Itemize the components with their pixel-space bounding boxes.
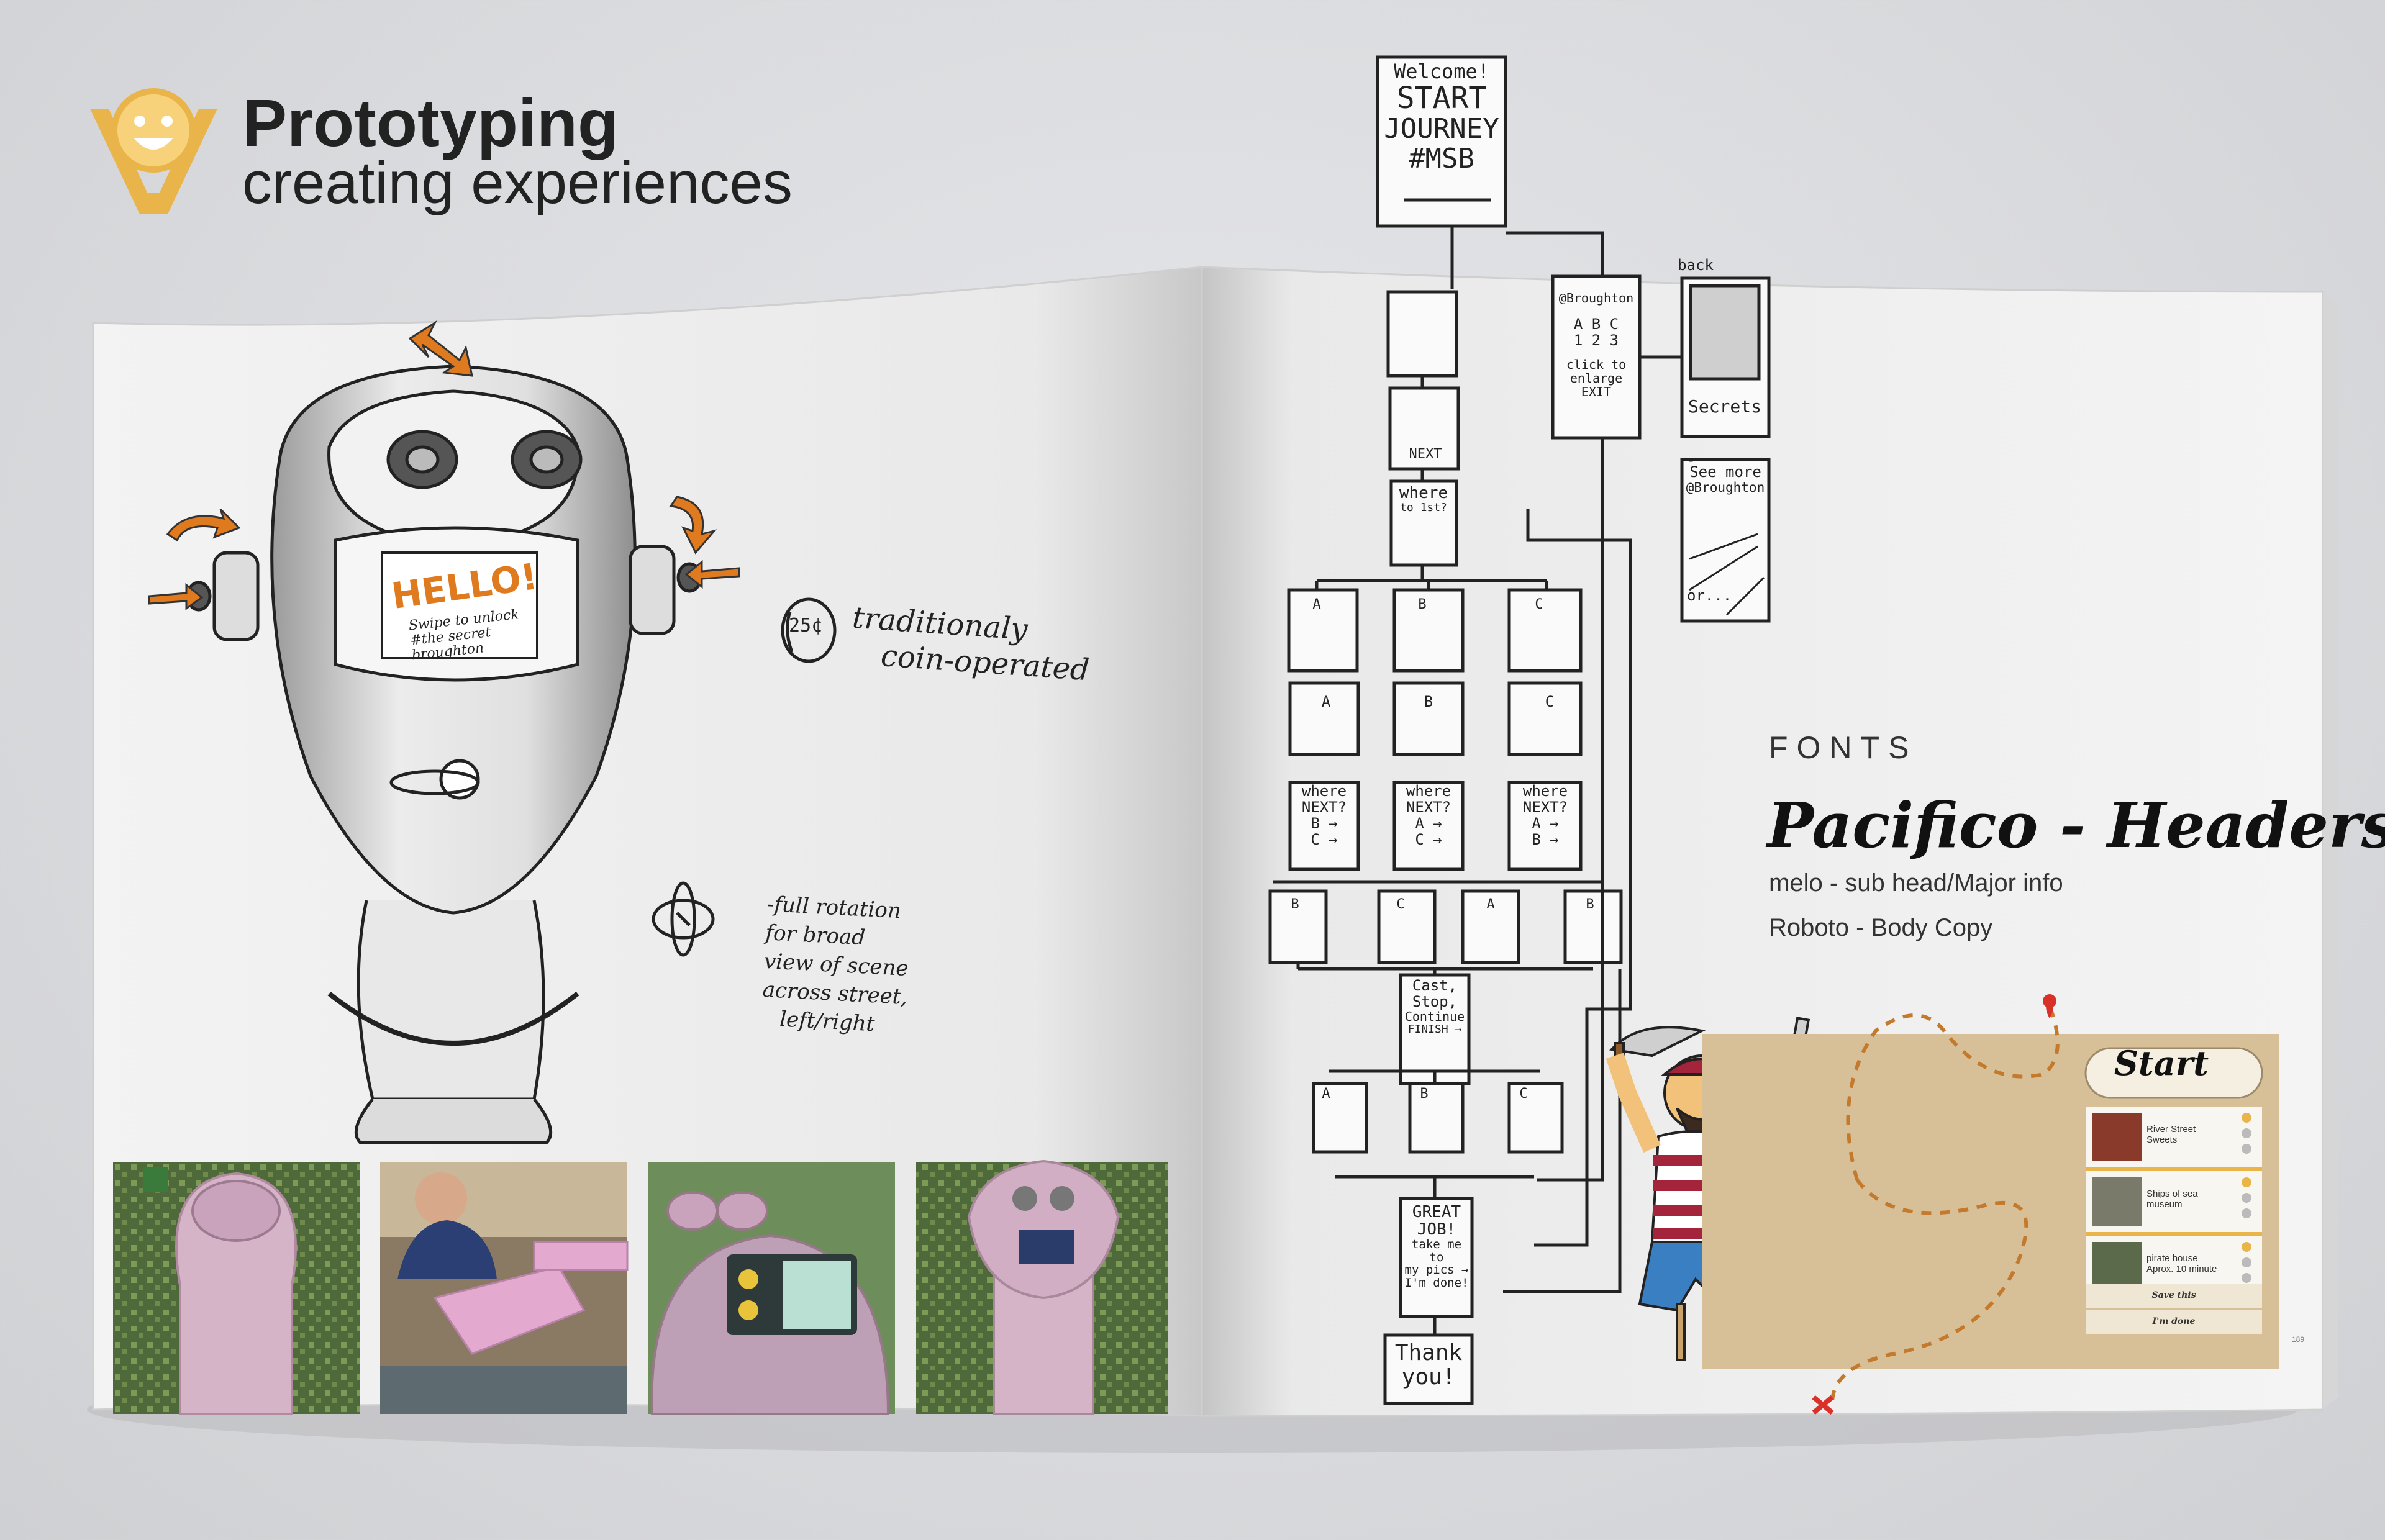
- flow-branch-c: C: [1535, 597, 1543, 612]
- flow-great-job-line: GREAT: [1412, 1203, 1461, 1221]
- flow-see-more-line: @Broughton: [1686, 479, 1765, 495]
- flow-great-job-line: JOB!: [1417, 1220, 1456, 1239]
- app-mockup-board: [1702, 994, 2279, 1415]
- flow-where-next-line: NEXT?: [1406, 798, 1451, 816]
- flow-great-job-line: take me to: [1411, 1238, 1462, 1264]
- flow-great-job-card: GREAT JOB! take me to my pics → I'm done…: [1402, 1203, 1471, 1289]
- app-list-item-label: Ships of sea museum: [2146, 1189, 2198, 1210]
- flow-where-next-line: NEXT?: [1301, 798, 1347, 816]
- flow-where-next-line: C →: [1415, 830, 1442, 848]
- flow-stage2-1: B: [1291, 897, 1299, 912]
- app-done-button: I'm done: [2152, 1316, 2196, 1326]
- flow-final-c: C: [1519, 1086, 1528, 1102]
- flow-great-job-line: I'm done!: [1404, 1275, 1469, 1290]
- flow-start-line: JOURNEY: [1384, 113, 1499, 145]
- flow-feedback-card: Cast, Stop, Continue FINISH →: [1402, 977, 1467, 1036]
- app-start-title: Start: [2114, 1043, 2209, 1083]
- flow-where-line: where: [1399, 484, 1448, 502]
- rotation-arrows: [148, 320, 740, 610]
- flow-where-next-line: A →: [1415, 814, 1442, 832]
- flow-thank-you-card: Thank you!: [1388, 1341, 1470, 1390]
- flow-broughton-line: 1 2 3: [1573, 331, 1619, 349]
- flow-feedback-line: Cast,: [1412, 977, 1458, 994]
- flow-start-line: START: [1396, 80, 1487, 116]
- flow-feedback-line: Stop,: [1412, 992, 1458, 1010]
- flow-where-next-line: where: [1406, 782, 1451, 800]
- flow-final-b: B: [1420, 1086, 1429, 1102]
- flow-where-next-c: where NEXT? A → B →: [1512, 782, 1579, 848]
- flow-broughton-line: EXIT: [1581, 384, 1612, 399]
- flow-stage-c: C: [1545, 693, 1555, 710]
- rotation-note: -full rotation for broad view of scene a…: [760, 890, 913, 1040]
- fonts-subhead-sample: melo - sub head/Major info: [1769, 869, 2063, 897]
- flow-stage-a: A: [1321, 693, 1331, 710]
- page-title: Prototyping: [242, 85, 619, 160]
- flow-broughton-line: A B C: [1573, 315, 1619, 333]
- flow-broughton-card: @Broughton A B C 1 2 3 click to enlarge …: [1555, 291, 1638, 399]
- flow-back-label: back: [1678, 256, 1714, 274]
- flow-where-next-line: where: [1301, 782, 1347, 800]
- flow-where-next-line: where: [1522, 782, 1568, 800]
- coin-label: 25¢: [789, 615, 823, 636]
- flow-final-a: A: [1322, 1086, 1330, 1102]
- flow-where-next-line: A →: [1532, 814, 1559, 832]
- fonts-body-sample: Roboto - Body Copy: [1769, 914, 1993, 941]
- flow-great-job-line: my pics →: [1404, 1263, 1469, 1277]
- flow-where-first: where to 1st?: [1392, 484, 1455, 514]
- app-list-item-label: pirate house Aprox. 10 minute: [2146, 1253, 2217, 1275]
- flowchart: [1268, 55, 1771, 1405]
- flow-see-more-card: See more @Broughton or...: [1683, 464, 1768, 604]
- flow-thank-you-line: Thank: [1394, 1340, 1463, 1366]
- flow-where-next-line: NEXT?: [1522, 798, 1568, 816]
- page-number: 189: [2292, 1335, 2305, 1344]
- app-list-item-label: River Street Sweets: [2146, 1124, 2196, 1146]
- flow-where-next-line: C →: [1311, 830, 1338, 848]
- flow-stage2-2: C: [1396, 897, 1405, 912]
- flow-broughton-line: enlarge: [1570, 371, 1623, 386]
- flow-broughton-line: @Broughton: [1558, 291, 1634, 306]
- flow-start-line: Welcome!: [1393, 60, 1490, 83]
- flow-feedback-line: FINISH →: [1407, 1023, 1462, 1036]
- rotation-sketch: [652, 881, 715, 957]
- flow-broughton-line: click to: [1566, 357, 1627, 373]
- fonts-header-sample: Pacifico - Headers: [1767, 789, 2385, 862]
- coin-sketch: [781, 597, 837, 663]
- flow-see-more-line: See more: [1689, 463, 1761, 481]
- flow-where-next-line: B →: [1311, 814, 1338, 832]
- flow-where-next-line: B →: [1532, 830, 1559, 848]
- flow-start-line: #MSB: [1409, 142, 1474, 174]
- flow-feedback-line: Continue: [1404, 1008, 1465, 1024]
- prototype-photos: [113, 1159, 1168, 1415]
- flow-secrets-label: Secrets: [1688, 396, 1761, 417]
- flow-thank-you-line: you!: [1401, 1364, 1456, 1390]
- flow-stage2-3: A: [1486, 897, 1495, 912]
- flow-see-more-line: or...: [1687, 586, 1732, 604]
- flow-stage-b: B: [1424, 693, 1433, 710]
- flow-stage2-4: B: [1586, 897, 1594, 912]
- fonts-label: FONTS: [1769, 730, 1918, 765]
- flow-start-card: Welcome! START JOURNEY #MSB: [1380, 61, 1503, 173]
- app-save-button: Save this: [2151, 1290, 2196, 1300]
- flow-branch-a: A: [1312, 597, 1321, 612]
- flow-branch-b: B: [1418, 597, 1427, 612]
- page-subtitle: creating experiences: [242, 150, 793, 216]
- logo-mark: [90, 88, 217, 214]
- flow-where-next-a: where NEXT? B → C →: [1292, 782, 1356, 848]
- flow-next-label: NEXT: [1409, 446, 1442, 462]
- binocular-sketch: [186, 365, 702, 1144]
- flow-where-line: to 1st?: [1400, 501, 1447, 515]
- flow-where-next-b: where NEXT? A → C →: [1396, 782, 1461, 848]
